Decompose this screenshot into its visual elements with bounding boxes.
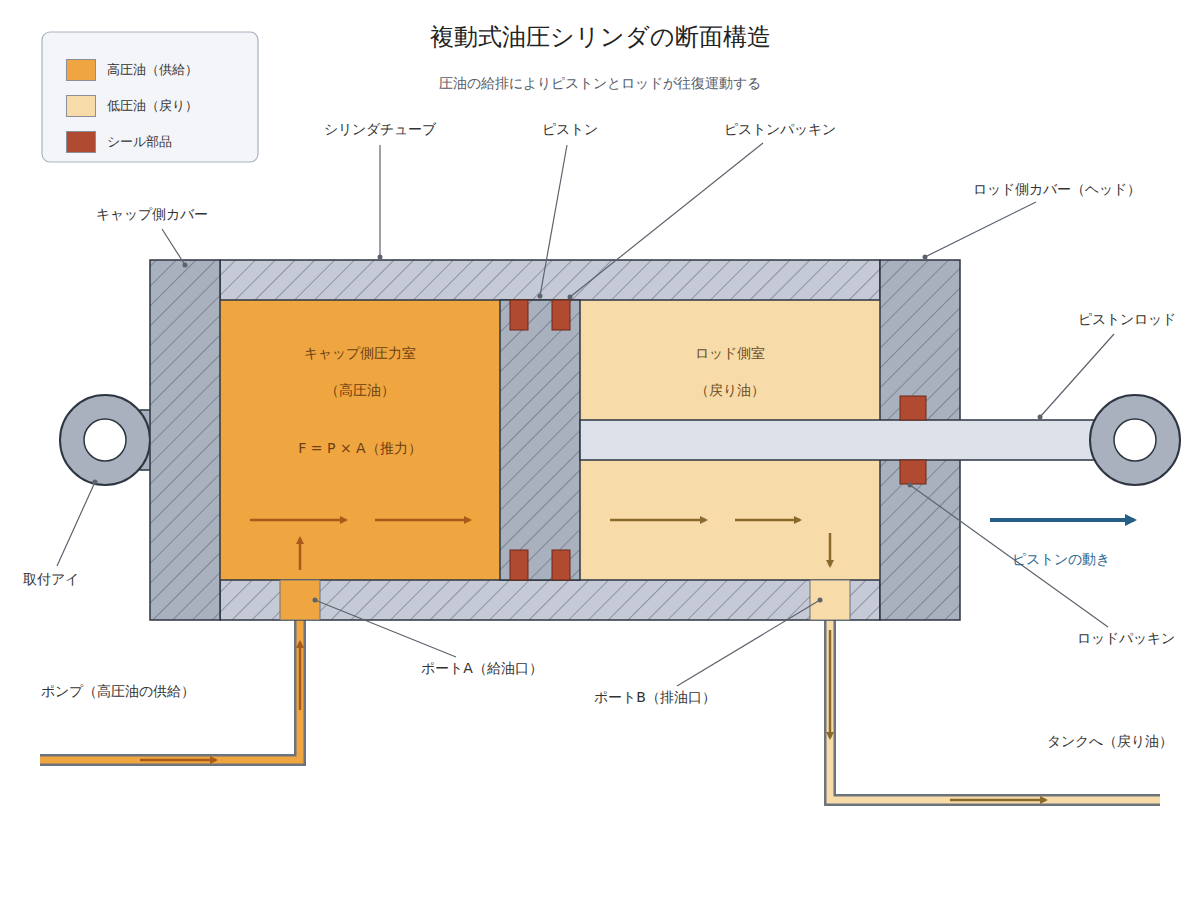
part-label: ピストンロッド bbox=[1078, 311, 1176, 328]
part-label: ポンプ（高圧油の供給） bbox=[41, 683, 195, 700]
diagram-caption: 圧油の給排によりピストンとロッドが往復運動する bbox=[439, 75, 761, 92]
part-label: ロッドパッキン bbox=[1077, 630, 1175, 647]
part-label: キャップ側カバー bbox=[96, 206, 208, 223]
chamber-label: キャップ側圧力室 bbox=[304, 345, 416, 362]
diagram-title: 複動式油圧シリンダの断面構造 bbox=[430, 23, 771, 52]
chamber-label: （高圧油） bbox=[325, 382, 395, 399]
part-label: シリンダチューブ bbox=[324, 121, 436, 138]
part-label: ポートA（給油口） bbox=[421, 660, 543, 677]
legend-swatch bbox=[66, 131, 96, 153]
chamber-label: （戻り油） bbox=[695, 382, 765, 399]
part-label: 取付アイ bbox=[23, 571, 79, 588]
pressure-chamber: ロッド側室 （戻り油） bbox=[580, 300, 880, 580]
legend-swatch bbox=[66, 95, 96, 117]
legend-text: 高圧油（供給） bbox=[107, 62, 198, 78]
part-label: ピストンパッキン bbox=[724, 121, 836, 138]
chamber-label: ロッド側室 bbox=[695, 345, 765, 362]
part-label: ロッド側カバー（ヘッド） bbox=[973, 181, 1141, 198]
part-label: ポートB（排油口） bbox=[594, 689, 716, 706]
part-label: ピストンの動き bbox=[1012, 551, 1110, 568]
legend-text: シール部品 bbox=[107, 134, 172, 150]
legend-text: 低圧油（戻り） bbox=[107, 98, 198, 114]
part-label: タンクへ（戻り油） bbox=[1047, 733, 1173, 750]
part-label: ピストン bbox=[542, 121, 598, 138]
pressure-chamber: キャップ側圧力室 （高圧油） F = P × A（推力） bbox=[220, 300, 500, 580]
legend-swatch bbox=[66, 59, 96, 81]
chamber-label: F = P × A（推力） bbox=[298, 440, 421, 457]
